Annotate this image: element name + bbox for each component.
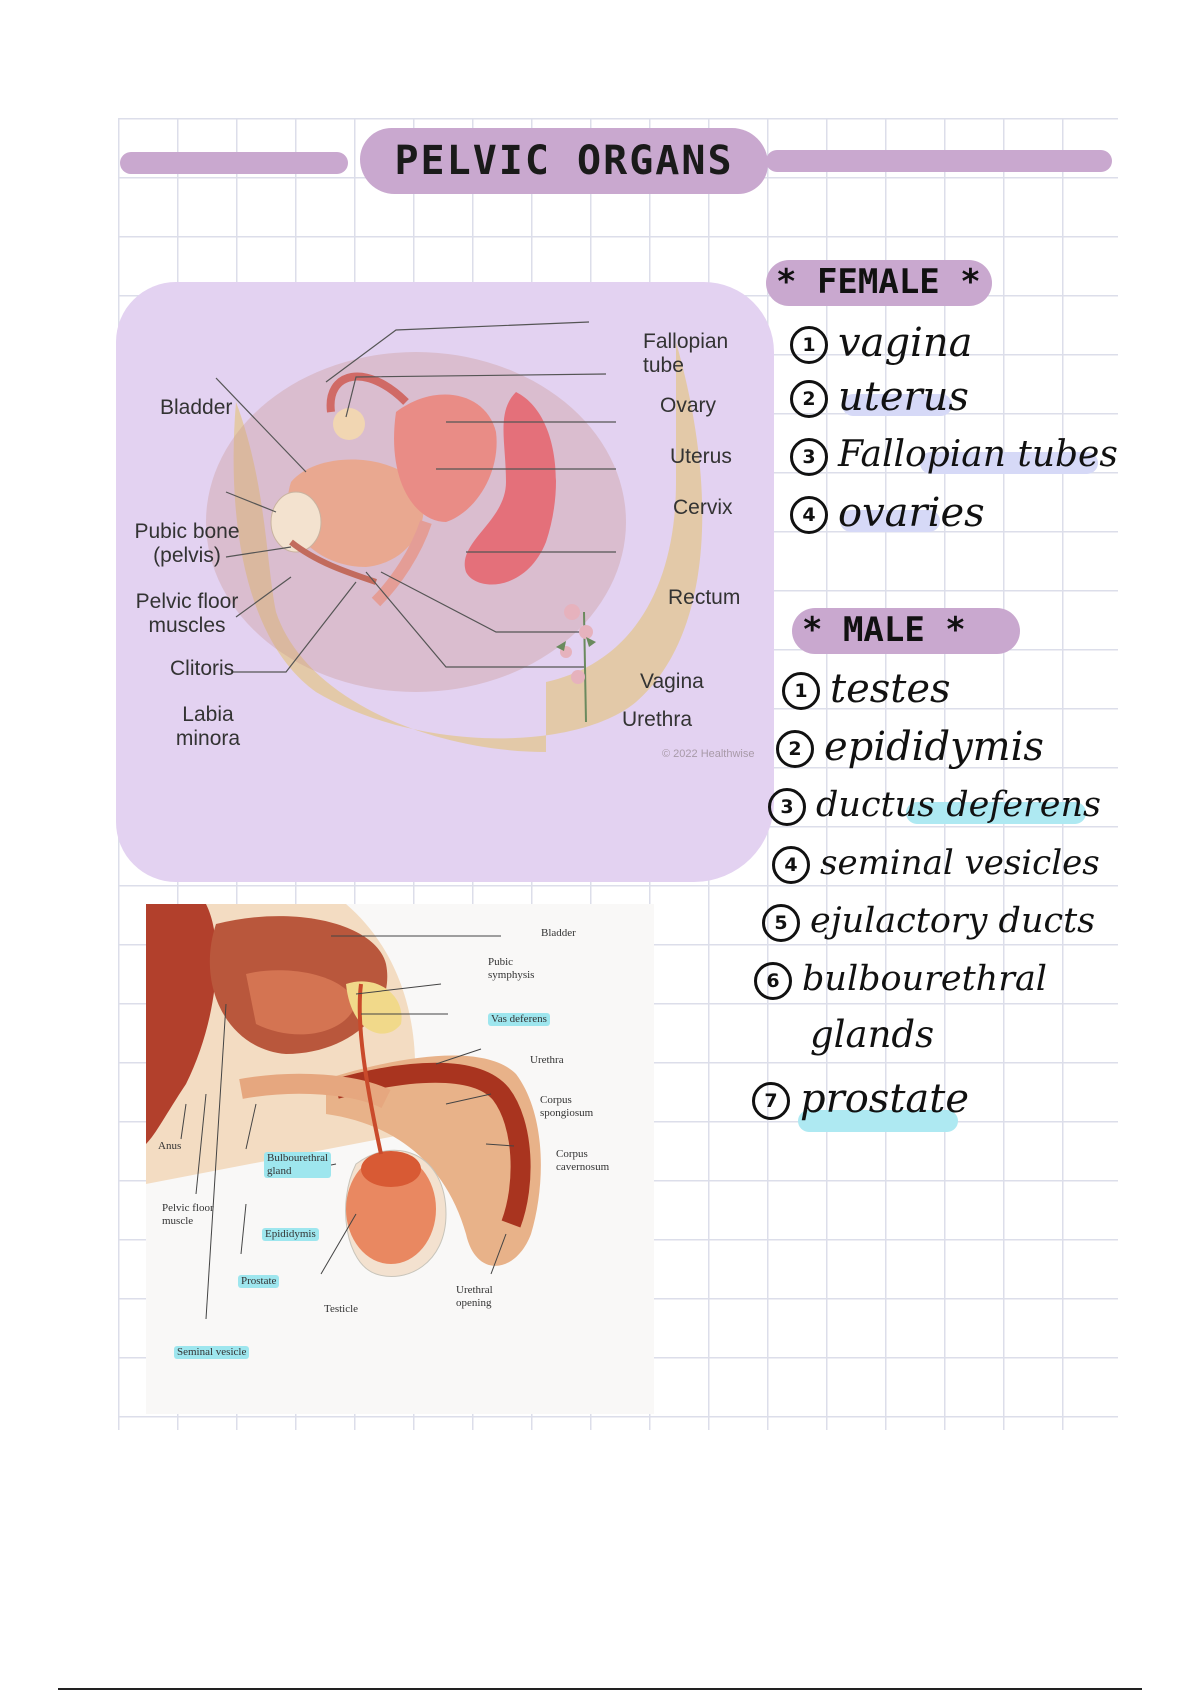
label-clitoris: Clitoris bbox=[170, 657, 235, 680]
label-cervix: Cervix bbox=[673, 496, 733, 519]
item-text: testes bbox=[830, 666, 951, 712]
male-label-anus: Anus bbox=[158, 1140, 182, 1152]
female-item: 1 vagina bbox=[790, 318, 1120, 374]
male-label-bladder: Bladder bbox=[541, 927, 576, 939]
male-label-urethra: Urethra bbox=[530, 1054, 564, 1066]
male-heading-highlight bbox=[792, 608, 1020, 654]
female-item-highlight bbox=[842, 394, 952, 416]
page-title: PELVIC ORGANS bbox=[394, 138, 734, 184]
item-number: 4 bbox=[790, 496, 828, 534]
male-label-pubic-symphysis: Pubic symphysis bbox=[488, 956, 535, 981]
male-heading: * MALE * bbox=[802, 610, 966, 650]
label-bladder: Bladder bbox=[160, 396, 233, 419]
item-text: glands bbox=[810, 1013, 935, 1056]
male-label-prostate: Prostate bbox=[238, 1275, 280, 1288]
female-item-highlight bbox=[920, 452, 1098, 474]
male-label-pelvic-floor: Pelvic floor muscle bbox=[162, 1202, 214, 1227]
male-pelvis-diagram bbox=[146, 904, 654, 1414]
title-highlight bbox=[360, 128, 768, 194]
male-item: glands bbox=[762, 1010, 1062, 1066]
male-item-highlight bbox=[906, 802, 1086, 824]
male-label-testicle: Testicle bbox=[324, 1303, 359, 1315]
male-item: 1 testes bbox=[782, 664, 1122, 720]
label-fallopian-tube: Fallopian tube bbox=[643, 330, 729, 377]
male-item: 3 ductus deferens bbox=[768, 780, 1118, 836]
item-number: 2 bbox=[790, 380, 828, 418]
bottom-rule bbox=[58, 1688, 1142, 1690]
title-right-bar bbox=[766, 150, 1112, 172]
item-text: Fallopian tubes bbox=[838, 434, 1118, 475]
item-number: 7 bbox=[752, 1082, 790, 1120]
label-ovary: Ovary bbox=[660, 394, 717, 417]
item-text: vagina bbox=[838, 320, 973, 366]
female-item: 4 ovaries bbox=[790, 488, 1120, 544]
image-credit: © 2022 Healthwise bbox=[662, 748, 755, 760]
item-number: 4 bbox=[772, 846, 810, 884]
male-item: 6 bulbourethral bbox=[754, 954, 1104, 1010]
label-pubic-bone: Pubic bone (pelvis) bbox=[134, 520, 240, 567]
male-item: 7 prostate bbox=[752, 1074, 1052, 1130]
item-text: epididymis bbox=[824, 724, 1044, 770]
item-text: ovaries bbox=[838, 490, 985, 536]
male-label-urethral-opening: Urethral opening bbox=[456, 1284, 493, 1309]
label-rectum: Rectum bbox=[668, 586, 741, 609]
female-heading-highlight bbox=[766, 260, 992, 306]
male-label-corpus-spongiosum: Corpus spongiosum bbox=[540, 1094, 594, 1119]
label-uterus: Uterus bbox=[670, 445, 732, 468]
item-number: 2 bbox=[776, 730, 814, 768]
male-item: 4 seminal vesicles bbox=[772, 838, 1122, 894]
item-text: bulbourethral bbox=[802, 959, 1047, 999]
item-number: 3 bbox=[768, 788, 806, 826]
female-heading: * FEMALE * bbox=[776, 262, 981, 302]
item-number: 5 bbox=[762, 904, 800, 942]
label-vagina: Vagina bbox=[640, 670, 704, 693]
label-pelvic-floor: Pelvic floor muscles bbox=[135, 590, 239, 637]
item-number: 6 bbox=[754, 962, 792, 1000]
male-item-highlight bbox=[798, 1110, 958, 1132]
male-label-bulbourethral-gland: Bulbourethral gland bbox=[264, 1152, 332, 1178]
male-label-seminal-vesicle: Seminal vesicle bbox=[174, 1346, 250, 1359]
item-text: ductus deferens bbox=[816, 785, 1101, 825]
item-text: prostate bbox=[800, 1076, 970, 1122]
item-text: seminal vesicles bbox=[820, 843, 1100, 883]
female-item: 2 uterus bbox=[790, 372, 1120, 428]
male-label-epididymis: Epididymis bbox=[262, 1228, 319, 1241]
male-item: 5 ejulactory ducts bbox=[762, 896, 1112, 952]
female-item: 3 Fallopian tubes bbox=[790, 430, 1120, 486]
item-text: uterus bbox=[838, 374, 969, 420]
male-label-vas-deferens: Vas deferens bbox=[488, 1013, 550, 1026]
male-label-corpus-cavernosum: Corpus cavernosum bbox=[556, 1148, 610, 1173]
item-number: 1 bbox=[782, 672, 820, 710]
female-item-highlight bbox=[840, 510, 940, 532]
item-text: ejulactory ducts bbox=[810, 901, 1096, 941]
title-left-bar bbox=[120, 152, 348, 174]
female-pelvis-diagram bbox=[206, 321, 703, 752]
label-urethra: Urethra bbox=[622, 708, 693, 731]
label-labia-minora: Labia minora bbox=[175, 703, 241, 750]
male-item: 2 epididymis bbox=[776, 722, 1126, 778]
item-number: 3 bbox=[790, 438, 828, 476]
item-number: 1 bbox=[790, 326, 828, 364]
